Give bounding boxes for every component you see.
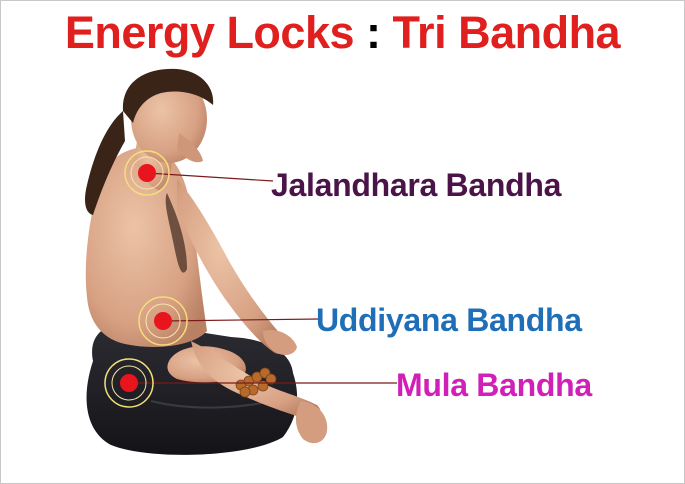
mula-halo-ring <box>104 358 154 408</box>
chest-hair <box>165 193 187 273</box>
arm-shape <box>177 179 287 355</box>
mula-point <box>104 358 154 408</box>
uddiyana-point <box>138 296 188 346</box>
jalandhara-red-marker <box>138 164 156 182</box>
uddiyana-red-marker <box>154 312 172 330</box>
jalandhara-connector-line <box>146 172 274 182</box>
hair-shape <box>122 68 214 123</box>
uddiyana-bandha-label: Uddiyana Bandha <box>316 302 582 338</box>
pants-shape <box>86 322 298 455</box>
mula-red-marker <box>120 374 138 392</box>
chin-shape <box>177 133 203 163</box>
title-tri-bandha: Tri Bandha <box>392 7 621 58</box>
torso-shape <box>85 147 207 347</box>
hand-shape <box>263 329 297 355</box>
jalandhara-bandha-label: Jalandhara Bandha <box>271 167 562 203</box>
jalandhara-halo-ring <box>124 150 170 196</box>
uddiyana-connector-line <box>162 318 320 322</box>
mula-bandha-label: Mula Bandha <box>396 367 592 403</box>
ponytail-shape <box>85 111 125 215</box>
title-energy-locks: Energy Locks <box>64 7 355 58</box>
jalandhara-point <box>124 150 170 196</box>
resting-hand-shape <box>295 401 328 444</box>
page-title: Energy Locks : Tri Bandha <box>1 5 684 61</box>
uddiyana-halo-ring <box>138 296 188 346</box>
title-separator: : <box>366 7 381 58</box>
